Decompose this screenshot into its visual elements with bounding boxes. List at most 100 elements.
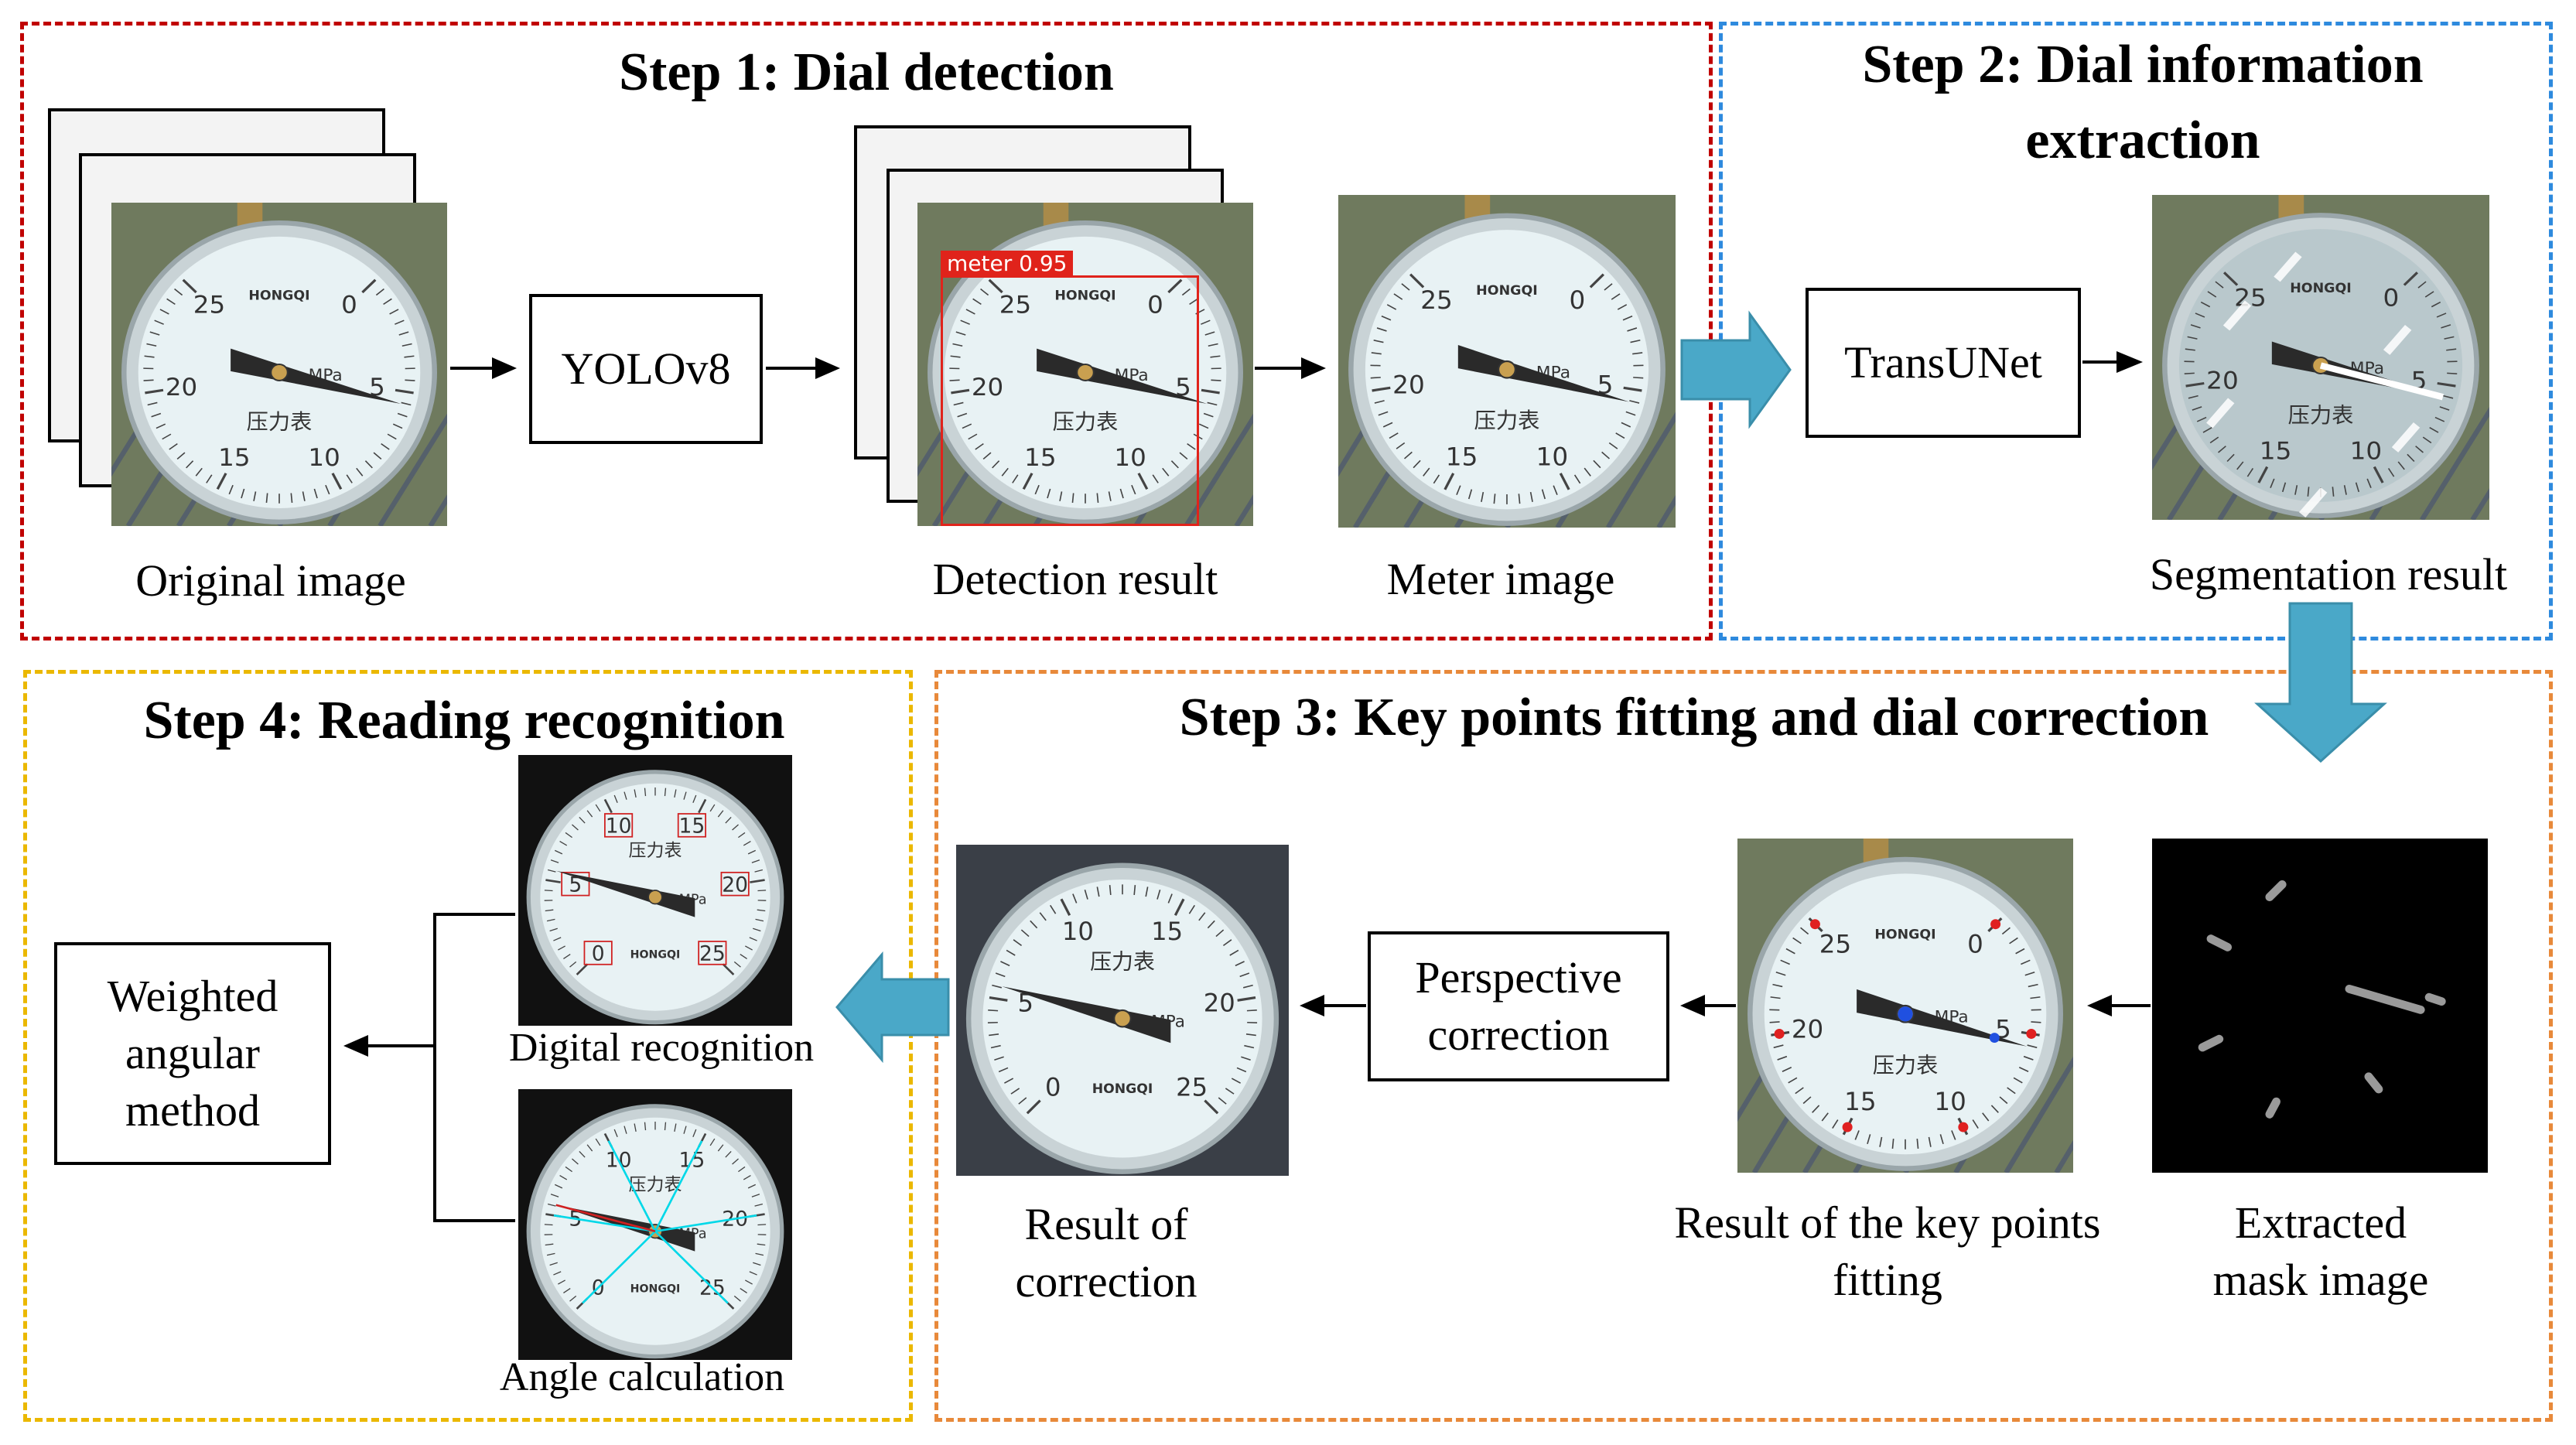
svg-text:25: 25 (699, 942, 726, 966)
weighted-box: Weighted angular method (54, 942, 331, 1165)
svg-text:HONGQI: HONGQI (630, 1283, 681, 1296)
svg-text:0: 0 (341, 290, 357, 319)
svg-text:20: 20 (722, 873, 748, 897)
svg-text:HONGQI: HONGQI (2290, 281, 2352, 296)
svg-text:压力表: 压力表 (628, 1175, 682, 1195)
svg-text:压力表: 压力表 (1053, 409, 1119, 434)
step4-title: Step 4: Reading recognition (143, 691, 785, 750)
arrowhead (815, 357, 840, 379)
svg-text:25: 25 (1819, 930, 1851, 959)
svg-text:20: 20 (1392, 371, 1425, 400)
svg-text:15: 15 (1844, 1087, 1876, 1116)
svg-text:25: 25 (193, 290, 225, 319)
arrowhead (1300, 995, 1324, 1016)
svg-text:20: 20 (1204, 989, 1235, 1018)
bracket-to-weighted (433, 913, 515, 1222)
step1-title: Step 1: Dial detection (619, 43, 1114, 102)
perspective-box: Perspective correction (1368, 931, 1669, 1081)
svg-text:0: 0 (1147, 290, 1163, 319)
svg-text:0: 0 (1045, 1073, 1061, 1102)
svg-text:10: 10 (308, 442, 340, 471)
keypoints-label-line2: fitting (1833, 1255, 1942, 1305)
mask-label-line2: mask image (2212, 1255, 2429, 1305)
meter-image-label: Meter image (1386, 554, 1615, 604)
correction-label-line2: correction (1015, 1256, 1197, 1307)
original-image-label: Original image (135, 555, 406, 606)
mask-image (2152, 839, 2488, 1173)
svg-text:HONGQI: HONGQI (1874, 927, 1935, 943)
keypoints-label-line1: Result of the key points (1674, 1197, 2101, 1248)
correction-label-line1: Result of (1024, 1199, 1188, 1249)
step1-region (20, 22, 1713, 641)
angle-calculation-label: Angle calculation (499, 1355, 785, 1399)
svg-text:10: 10 (1934, 1087, 1966, 1116)
detection-bbox-label: meter 0.95 (941, 251, 1074, 277)
step2-region (1719, 22, 2553, 641)
svg-text:10: 10 (1114, 442, 1146, 471)
segmentation-result-label: Segmentation result (2149, 549, 2508, 600)
step3-title: Step 3: Key points fitting and dial corr… (1179, 688, 2209, 747)
detection-result-label: Detection result (932, 554, 1218, 604)
svg-text:15: 15 (2260, 436, 2292, 465)
svg-text:压力表: 压力表 (1474, 408, 1540, 433)
arrowhead (343, 1035, 368, 1057)
svg-text:0: 0 (2383, 283, 2400, 312)
arrowhead (1301, 357, 1326, 379)
svg-text:10: 10 (2350, 436, 2383, 465)
svg-text:HONGQI: HONGQI (248, 289, 309, 304)
step2-title: Step 2: Dial information (1862, 35, 2424, 94)
arrowhead (2116, 351, 2143, 373)
svg-text:10: 10 (1062, 917, 1094, 946)
step2-title-cont: extraction (2025, 111, 2260, 170)
arrowhead (2087, 995, 2112, 1016)
svg-text:5: 5 (1175, 373, 1191, 401)
teal-arrow-right (1680, 310, 1792, 429)
svg-text:25: 25 (999, 290, 1031, 319)
svg-text:压力表: 压力表 (247, 409, 313, 434)
yolo-box: YOLOv8 (529, 294, 763, 444)
svg-text:15: 15 (218, 442, 250, 471)
svg-text:10: 10 (1536, 442, 1569, 472)
svg-text:5: 5 (1017, 989, 1033, 1018)
svg-text:20: 20 (166, 373, 197, 401)
step3-region (934, 670, 2553, 1422)
svg-text:5: 5 (369, 373, 385, 401)
svg-text:10: 10 (606, 815, 632, 839)
svg-text:15: 15 (679, 815, 705, 839)
svg-text:15: 15 (1024, 442, 1056, 471)
svg-text:25: 25 (1176, 1073, 1208, 1102)
svg-text:0: 0 (1570, 285, 1586, 315)
svg-text:5: 5 (1597, 371, 1614, 400)
svg-text:25: 25 (1420, 285, 1453, 315)
svg-text:HONGQI: HONGQI (1054, 289, 1115, 304)
arrowhead (1680, 995, 1705, 1016)
digital-recognition-label: Digital recognition (508, 1026, 815, 1070)
svg-text:0: 0 (1967, 930, 1983, 959)
svg-text:压力表: 压力表 (2288, 402, 2354, 427)
svg-text:压力表: 压力表 (628, 841, 682, 861)
svg-text:压力表: 压力表 (1090, 949, 1155, 975)
svg-text:15: 15 (1446, 442, 1478, 472)
arrowhead (492, 357, 517, 379)
svg-text:20: 20 (2206, 366, 2239, 395)
svg-text:压力表: 压力表 (1873, 1052, 1939, 1078)
svg-text:20: 20 (1792, 1015, 1823, 1044)
svg-text:HONGQI: HONGQI (630, 949, 681, 962)
step4-region (23, 670, 913, 1422)
mask-label-line1: Extracted (2234, 1197, 2407, 1248)
svg-text:HONGQI: HONGQI (1476, 283, 1538, 299)
svg-text:5: 5 (569, 873, 582, 897)
svg-text:20: 20 (972, 373, 1003, 401)
svg-text:0: 0 (592, 942, 605, 966)
svg-text:15: 15 (1151, 917, 1183, 946)
teal-arrow-down (2254, 602, 2387, 763)
svg-text:HONGQI: HONGQI (1092, 1081, 1153, 1097)
teal-arrow-left (835, 951, 950, 1064)
